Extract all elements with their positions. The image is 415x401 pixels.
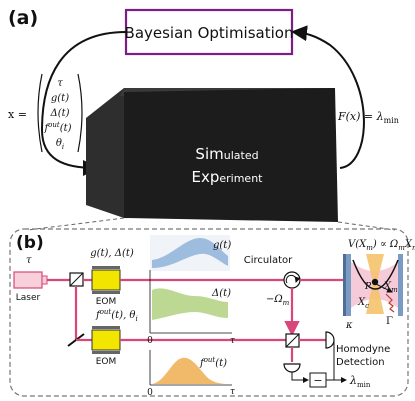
potential-equation: V(Xm) ∝ ΩmXm2: [348, 236, 415, 252]
eom-bottom-params: fout(t), θi: [95, 308, 138, 323]
cavity-mirror-left: [346, 254, 351, 316]
panel-a-label: (a): [8, 7, 38, 29]
particle: [371, 278, 379, 286]
homodyne-label-line1: Homodyne: [336, 344, 390, 355]
eom-top-params: g(t), Δ(t): [90, 248, 134, 259]
plot-delta-label: Δ(t): [211, 288, 231, 299]
zoom-line-right: [337, 221, 396, 231]
plot-delta: Δ(t) 0 τ: [147, 270, 236, 346]
detector-right: [325, 331, 335, 349]
vector-right-paren: [77, 73, 83, 153]
vector-entry-fout: fout(t): [43, 121, 71, 134]
xm-label: Xm: [383, 281, 398, 294]
xm-arrow: [375, 283, 393, 293]
eom-top-crystal: [91, 269, 121, 291]
beam-splitter-1-diagonal: [69, 272, 84, 287]
experiment-title-line2: Experiment: [191, 168, 263, 186]
eom-bottom-label: EOM: [96, 357, 117, 367]
objective-function: F(x) = λmin: [337, 110, 399, 125]
cavity-mirror-left-back: [343, 254, 346, 316]
eom-top-electrode-upper: [92, 266, 120, 269]
plot-g: g(t): [150, 235, 231, 271]
circulator-arrow: [285, 274, 301, 284]
eom-bottom-crystal: [91, 329, 121, 351]
xc-label: Xc: [357, 297, 369, 310]
loop-arrow-right: [291, 25, 365, 169]
block-front-face: [124, 88, 338, 222]
subtractor-sign: −: [313, 374, 322, 387]
laser-label: Laser: [16, 293, 41, 303]
optomechanical-cavity: [343, 254, 403, 316]
kappa-label: κ: [345, 320, 353, 331]
block-left-face: [86, 88, 124, 218]
panel-b-frame: [9, 228, 409, 397]
plot-fout-tau: τ: [230, 387, 236, 397]
experiment-title-line1: Simulated: [195, 145, 258, 163]
bayesian-optimisation-title: Bayesian Optimisation: [125, 24, 294, 42]
parameter-vector: x = τ g(t) Δ(t) fout(t) θi: [8, 73, 83, 153]
plot-fout-label: fout(t): [199, 356, 227, 369]
plot-fout-zero: 0: [147, 388, 153, 398]
loop-arrow-left: [40, 31, 127, 176]
vector-left-paren: [37, 73, 43, 153]
gamma-label: Γ: [386, 316, 393, 327]
simulated-experiment-block: Simulated Experiment: [86, 88, 338, 222]
wire-detector-bottom: [291, 372, 309, 383]
omega-shift-label: −Ωm: [266, 294, 290, 307]
laser-body: [13, 271, 43, 289]
panel-b-label: (b): [16, 233, 44, 253]
lambda-output: λmin: [349, 374, 371, 389]
eom-top-electrode-lower: [92, 291, 120, 294]
plot-g-label: g(t): [213, 240, 231, 251]
vector-entry-tau: τ: [57, 78, 63, 89]
circulator-label: Circulator: [244, 255, 293, 266]
plot-delta-band: [152, 288, 228, 320]
potential-curve: [352, 259, 399, 290]
beam-splitter-2-diagonal: [285, 333, 300, 348]
plot-fout-band: [152, 357, 228, 384]
cavity-mirror-right: [398, 254, 403, 316]
plot-g-band: [152, 238, 228, 268]
zoom-line-left: [27, 217, 125, 231]
p-label: P: [364, 282, 372, 292]
detector-bottom: [283, 363, 301, 373]
laser-tau: τ: [26, 255, 32, 266]
eom-bottom-electrode-lower: [92, 351, 120, 354]
plot-fout: fout(t) 0 τ: [147, 350, 236, 398]
gamma-arrow: [385, 293, 395, 313]
eom-top-label: EOM: [96, 297, 117, 307]
plot-delta-tau: τ: [230, 336, 236, 346]
vector-entry-delta: Δ(t): [49, 108, 69, 119]
x-vector-lhs: x =: [8, 108, 27, 121]
eom-bottom-electrode-upper: [92, 326, 120, 329]
plot-delta-zero: 0: [147, 336, 153, 346]
vector-entry-g: g(t): [51, 93, 69, 104]
vector-entry-theta: θi: [56, 138, 64, 151]
homodyne-label-line2: Detection: [336, 357, 385, 368]
laser-aperture: [41, 275, 48, 285]
